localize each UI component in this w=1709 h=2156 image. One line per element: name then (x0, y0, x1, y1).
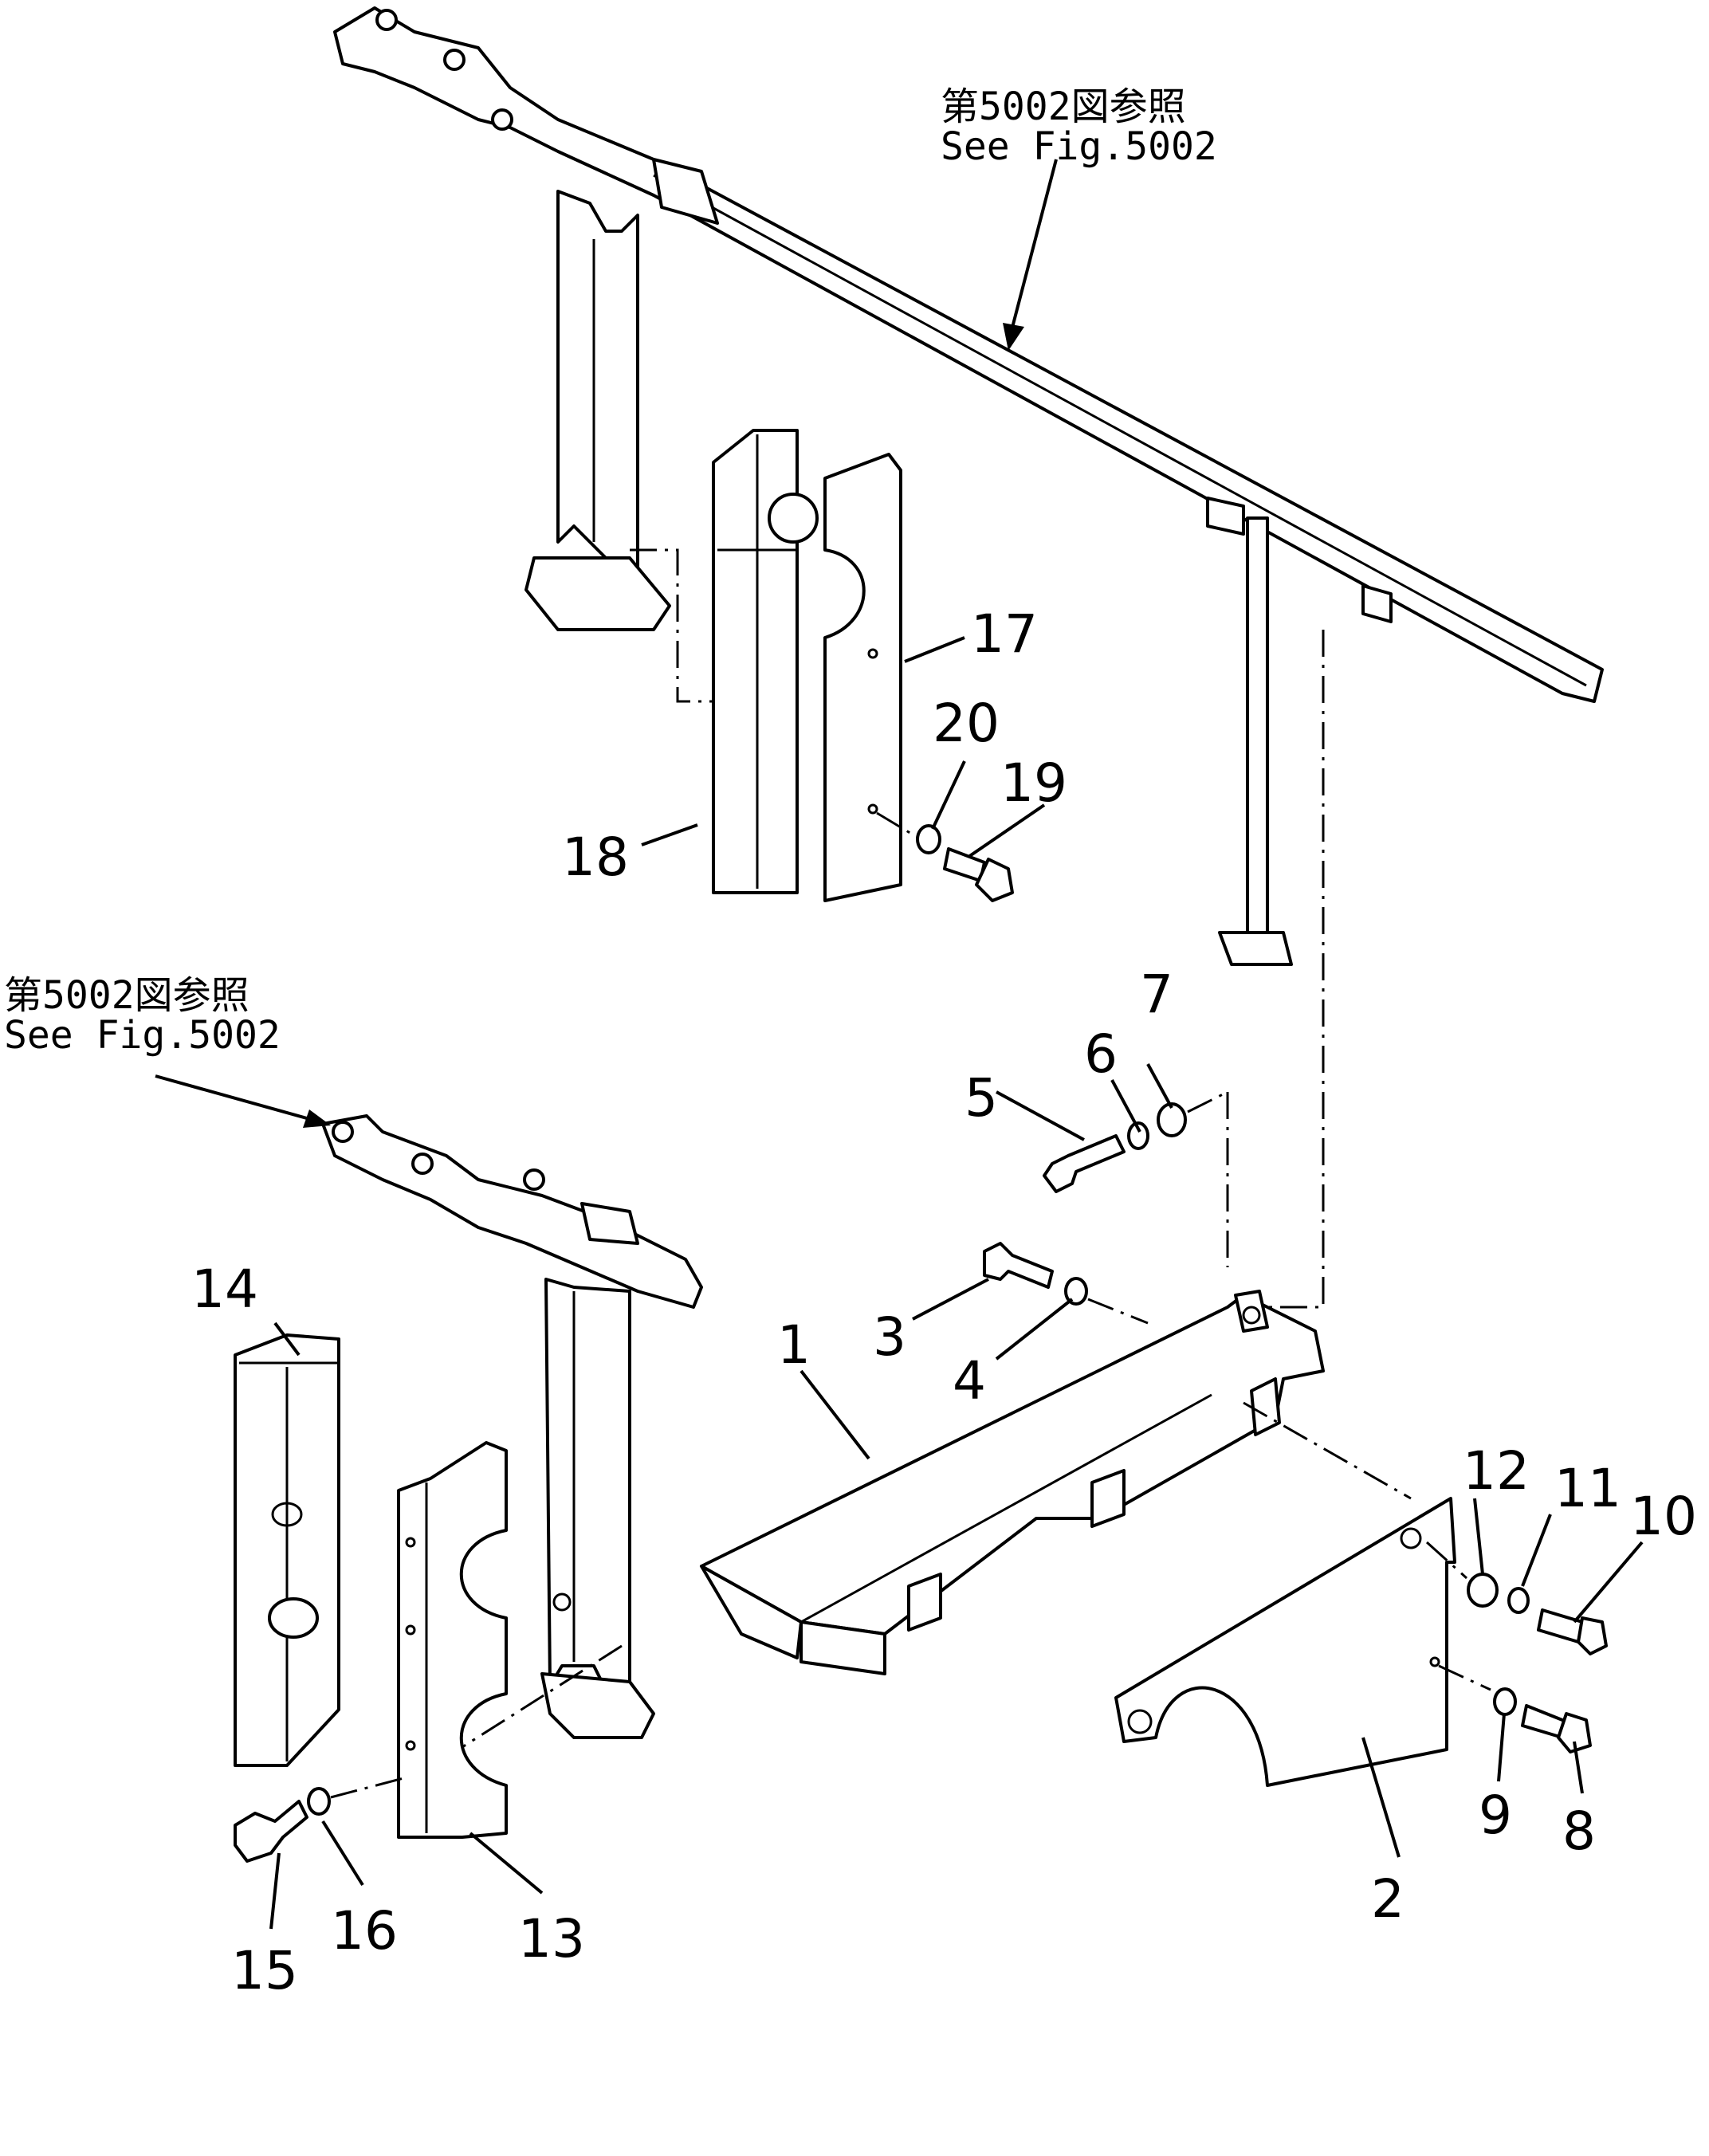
callout-5: 5 (965, 1067, 998, 1129)
part-14 (234, 1333, 340, 1767)
assembly-line (1243, 1401, 1412, 1500)
callout-3: 3 (873, 1306, 906, 1368)
bolt-3-washer-4 (983, 1242, 1149, 1325)
fig-reference-left: 第5002図参照 See Fig.5002 (4, 973, 281, 1058)
callout-9: 9 (1479, 1785, 1512, 1846)
ref-en-left: See Fig.5002 (4, 1013, 281, 1058)
bolt-5-washer-6-nut-7 (1043, 1090, 1228, 1193)
ref-jp-top: 第5002図参照 (941, 84, 1186, 129)
callout-16: 16 (331, 1900, 398, 1962)
part-1 (700, 1290, 1325, 1675)
callout-12: 12 (1463, 1440, 1530, 1502)
callout-7: 7 (1140, 964, 1173, 1025)
bolt-19-washer-20 (876, 811, 1014, 902)
ref-en-top: See Fig.5002 (941, 124, 1217, 169)
part-2 (1114, 1497, 1456, 1787)
callout-14: 14 (191, 1259, 258, 1320)
part-17 (823, 453, 902, 902)
assembly-line (630, 548, 713, 703)
callout-17: 17 (971, 603, 1038, 665)
callout-10: 10 (1630, 1486, 1697, 1547)
callout-15: 15 (231, 1940, 298, 2001)
leader-lines (155, 159, 1644, 1930)
fig-reference-top: 第5002図参照 See Fig.5002 (941, 84, 1217, 169)
lower-frame (321, 1114, 703, 1739)
callout-8: 8 (1562, 1801, 1596, 1862)
ref-jp-left: 第5002図参照 (4, 973, 249, 1018)
callout-18: 18 (562, 827, 629, 888)
bolt-8-washer-9 (1438, 1664, 1592, 1753)
callout-19: 19 (1000, 752, 1067, 814)
callouts: 17 18 20 19 7 6 5 3 4 1 2 12 11 10 9 8 1… (191, 603, 1697, 2001)
callout-1: 1 (777, 1314, 811, 1376)
callout-20: 20 (933, 693, 1000, 754)
callout-6: 6 (1084, 1023, 1118, 1085)
callout-2: 2 (1371, 1868, 1405, 1930)
part-18 (712, 429, 819, 894)
callout-11: 11 (1554, 1458, 1621, 1519)
part-13 (397, 1441, 508, 1839)
callout-13: 13 (518, 1908, 585, 1969)
upper-frame (333, 6, 1604, 966)
callout-4: 4 (953, 1350, 986, 1412)
bolt-15-washer-16 (234, 1776, 407, 1863)
bolt-10-washer-11-nut-12 (1425, 1541, 1608, 1655)
